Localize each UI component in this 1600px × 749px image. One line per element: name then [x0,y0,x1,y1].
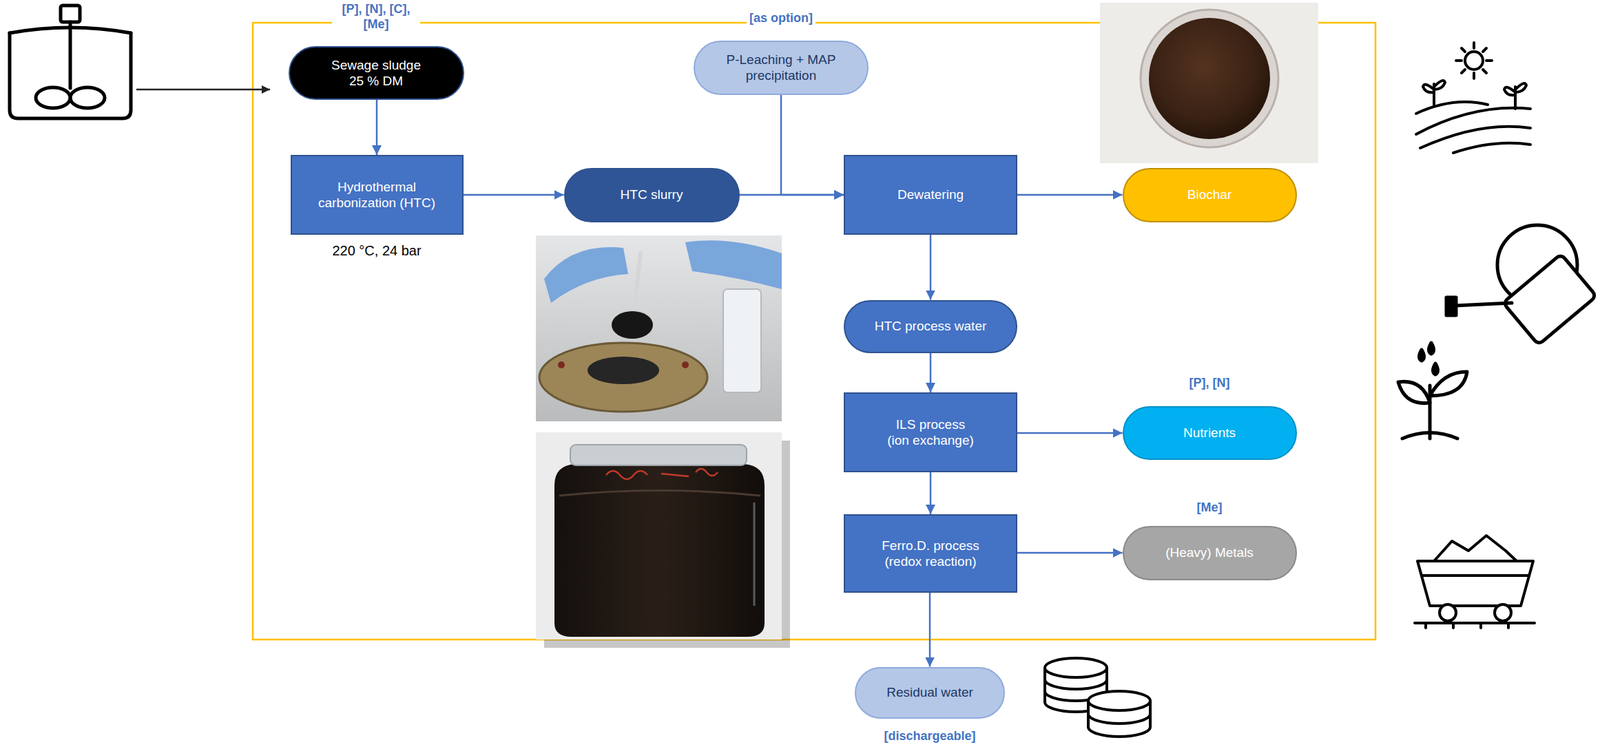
flow-arrow [463,194,565,197]
rail [1414,623,1535,629]
flow-arrow [929,593,932,668]
cart-body [1417,561,1534,607]
node-text: ILS process (ion exchange) [885,416,976,449]
sun [1465,51,1483,70]
photo-ground [1099,2,1319,164]
node-text: Biochar [1187,186,1232,203]
liquid-surface [559,491,761,497]
element-tag: [Me] [1194,500,1226,516]
node-text: P-Leaching + MAP precipitation [719,51,844,84]
node-text: Ferro.D. process (redox reaction) [871,537,990,570]
stirrer-shaft [68,22,73,89]
option-tag: [as option] [746,11,816,27]
stirrer-blade [70,87,105,109]
condition-note: 220 °C, 24 bar [329,242,424,259]
flow-arrow [1017,194,1123,197]
can-body [1502,254,1597,346]
element-tag: [P], [N] [1186,376,1233,392]
sprout [1504,83,1527,109]
plant-ground [1402,433,1458,440]
element-tag: [P], [N], [C], [Me] [331,2,421,32]
flow-arrow [929,353,932,394]
photo-ground [535,235,782,422]
input-pill: Sewage sludge 25 % DM [288,46,465,100]
field-sun-icon [1416,42,1531,153]
cart-band [1421,574,1530,578]
process-water-photo [535,432,791,649]
reactor-flange [539,343,708,412]
option-pill: P-Leaching + MAP precipitation [693,40,869,96]
flow-arrow [781,95,844,196]
char-lump [611,311,653,339]
node-text: Nutrients [1183,424,1236,441]
flow-arrow [929,472,932,515]
petri-dish [1140,9,1279,148]
jar-writing [606,469,718,480]
process-box: ILS process (ion exchange) [843,392,1018,473]
jar [554,464,765,638]
node-text: Residual water [886,684,974,701]
water-drops [1419,343,1439,375]
can-nozzle [1446,297,1457,316]
biochar-powder [1148,17,1271,140]
cart-wheel [1439,604,1457,622]
node-text: (Heavy) Metals [1165,544,1254,561]
product-pill: (Heavy) Metals [1122,526,1297,581]
bolt [557,361,565,369]
htc-char-photo [535,235,782,422]
stirrer-motor [60,5,80,23]
coins-icon [1044,658,1151,737]
process-box: Hydrothermal carbonization (HTC) [290,154,464,235]
coin-top [1088,691,1151,711]
sample-tube [723,289,762,393]
coin-top [1044,658,1107,678]
intermediate-pill: HTC slurry [564,168,740,223]
glass-glint [753,502,756,607]
ore-pile [1434,535,1517,562]
sun-rays [1456,42,1492,79]
product-pill: Nutrients [1122,406,1297,461]
feed-arrow [136,88,270,91]
mine-cart-icon [1414,535,1535,629]
flow-arrow [376,99,379,155]
reactor-icon [9,5,131,119]
jar-rim [570,444,747,466]
node-text: Sewage sludge 25 % DM [327,57,425,89]
plant-leaf [1429,371,1468,397]
node-text: HTC process water [874,318,987,335]
photo-shadow [544,440,791,649]
photo-ground [535,432,782,640]
process-box: Ferro.D. process (redox reaction) [843,514,1018,594]
sprout [1422,80,1446,105]
reactor-opening [587,356,660,385]
bolt [681,361,689,369]
biochar-photo [1099,2,1319,164]
status-tag: [dischargeable] [880,729,979,745]
stirrer-blade [35,87,71,109]
node-text: HTC slurry [620,186,684,203]
node-text: Hydrothermal carbonization (HTC) [306,179,448,211]
field-line [1420,126,1531,149]
flow-arrow [929,234,932,301]
watering-icon [1398,225,1597,439]
process-box: Dewatering [843,154,1018,235]
can-spout [1454,303,1512,306]
glove [685,240,782,290]
flow-arrow [1017,432,1123,435]
field-line [1453,143,1531,153]
product-pill: Biochar [1122,168,1297,223]
intermediate-pill: HTC process water [843,300,1018,354]
spatula [633,253,641,314]
flow-arrow [1017,552,1123,555]
plant-leaf [1398,381,1430,403]
coin-edges [1088,714,1151,724]
cart-wheel [1494,604,1512,622]
output-pill: Residual water [854,667,1005,720]
node-text: Dewatering [897,186,964,203]
glove [544,247,629,304]
